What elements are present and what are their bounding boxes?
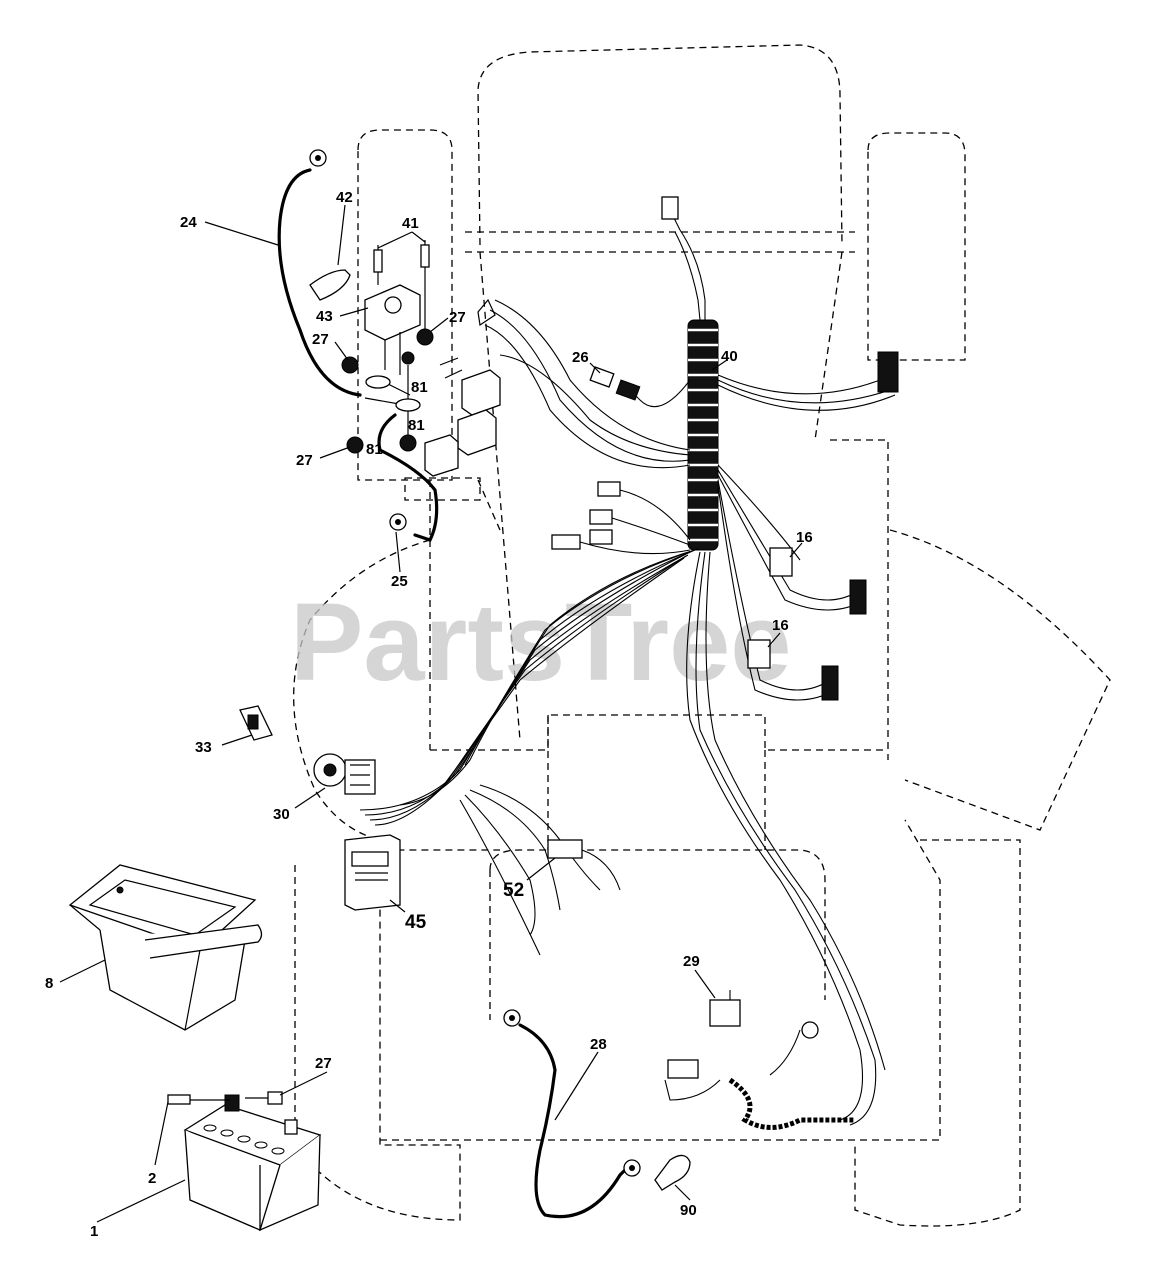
boot-90 bbox=[654, 1154, 691, 1191]
callout-41: 41 bbox=[402, 215, 419, 232]
cable-25 bbox=[377, 413, 439, 542]
callout-8: 8 bbox=[45, 975, 53, 992]
callout-45: 45 bbox=[405, 912, 427, 933]
hour-meter-45 bbox=[344, 834, 401, 911]
callout-81-top: 81 bbox=[411, 379, 428, 396]
ignition-switch-30 bbox=[313, 753, 376, 795]
cable-28 bbox=[503, 1009, 641, 1219]
callout-27-low: 27 bbox=[296, 452, 313, 469]
callout-42: 42 bbox=[336, 189, 353, 206]
callout-43: 43 bbox=[316, 308, 333, 325]
tractor-outline bbox=[293, 44, 1111, 1227]
callout-33: 33 bbox=[195, 739, 212, 756]
callout-27-top: 27 bbox=[449, 309, 466, 326]
callout-16-top: 16 bbox=[796, 529, 813, 546]
callout-26: 26 bbox=[572, 349, 589, 366]
wiring-harness bbox=[359, 196, 899, 1130]
callout-2: 2 bbox=[148, 1170, 156, 1187]
callout-16-bottom: 16 bbox=[772, 617, 789, 634]
callout-labels: 24 42 41 43 27 27 81 81 81 27 25 26 40 1… bbox=[45, 189, 813, 1240]
callout-1: 1 bbox=[90, 1223, 98, 1240]
switch-33 bbox=[239, 705, 273, 741]
battery-cable-24 bbox=[277, 149, 362, 397]
callout-81-low: 81 bbox=[366, 441, 383, 458]
callout-90: 90 bbox=[680, 1202, 697, 1219]
harness-conduit bbox=[687, 319, 719, 551]
relays-81 bbox=[424, 298, 501, 477]
callout-25: 25 bbox=[391, 573, 408, 590]
callout-27-left: 27 bbox=[312, 331, 329, 348]
callout-27-battery: 27 bbox=[315, 1055, 332, 1072]
callout-29: 29 bbox=[683, 953, 700, 970]
leader-lines bbox=[59, 204, 803, 1223]
battery-1 bbox=[167, 1091, 322, 1232]
callout-30: 30 bbox=[273, 806, 290, 823]
callout-81-mid: 81 bbox=[408, 417, 425, 434]
watermark: PartsTree bbox=[290, 581, 791, 704]
battery-box-8 bbox=[68, 864, 263, 1031]
callout-28: 28 bbox=[590, 1036, 607, 1053]
solenoid-43 bbox=[309, 240, 434, 454]
callout-52: 52 bbox=[503, 880, 524, 901]
callout-40: 40 bbox=[721, 348, 738, 365]
callout-24: 24 bbox=[180, 214, 197, 231]
